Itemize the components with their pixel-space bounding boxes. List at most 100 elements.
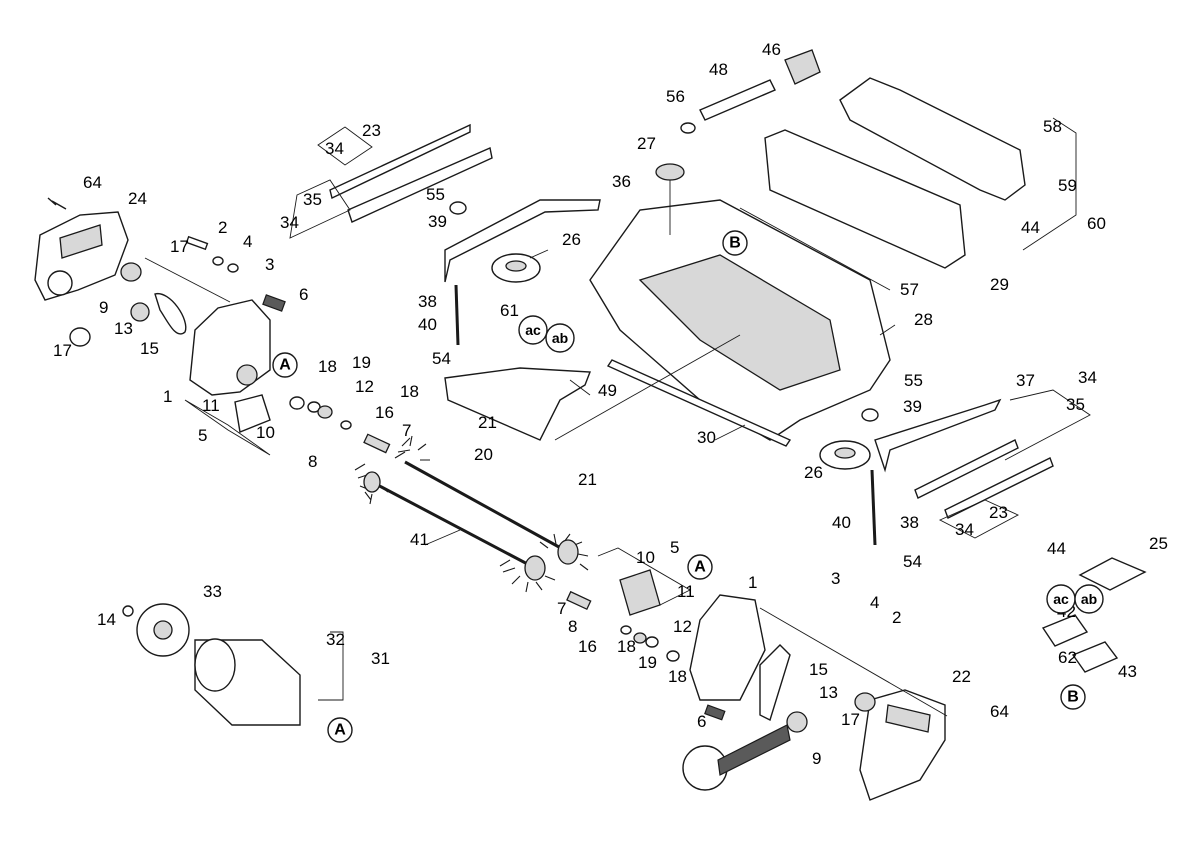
leader-49 <box>569 379 591 396</box>
leader-group-right-bearing <box>597 547 691 606</box>
badge-circle <box>518 315 548 345</box>
leader-30 <box>714 424 746 441</box>
leader-57 <box>739 207 891 291</box>
callout-10: 10 <box>636 548 655 567</box>
badge-ac: ac <box>1046 584 1076 614</box>
axle-38-right <box>870 469 877 546</box>
callout-43: 43 <box>1118 662 1137 681</box>
leader-group-frame-left <box>317 126 373 166</box>
housing-hub-left <box>236 364 258 386</box>
brush-roll <box>354 435 589 593</box>
callout-30: 30 <box>697 428 716 447</box>
callout-3: 3 <box>265 255 274 274</box>
callout-2: 2 <box>218 218 227 237</box>
callout-57: 57 <box>900 280 919 299</box>
callout-21: 21 <box>578 470 597 489</box>
leader-26 <box>529 249 549 259</box>
belt-15-left <box>154 293 187 335</box>
belt-15-right <box>759 644 791 721</box>
callout-59: 59 <box>1058 176 1077 195</box>
badge-label: A <box>334 722 346 739</box>
badge-circle <box>1074 584 1104 614</box>
washer-16b <box>620 625 632 635</box>
badge-A: A <box>272 352 298 378</box>
callout-12: 12 <box>673 617 692 636</box>
knob-39a <box>449 201 467 215</box>
callout-62: 62 <box>1058 648 1077 667</box>
callout-7: 7 <box>557 599 566 618</box>
callout-48: 48 <box>709 60 728 79</box>
brush-end-right-b <box>557 539 579 565</box>
washer-18d <box>666 650 680 662</box>
callout-8: 8 <box>568 617 577 636</box>
callout-13: 13 <box>819 683 838 702</box>
callout-34: 34 <box>325 139 344 158</box>
badge-circle <box>722 230 748 256</box>
callout-34: 34 <box>280 213 299 232</box>
shaft-7-left <box>363 433 391 454</box>
brush-roll-core-b <box>404 460 569 554</box>
ring-56 <box>680 122 696 134</box>
switch-43 <box>1071 641 1119 673</box>
callout-34: 34 <box>1078 368 1097 387</box>
brush-roll-core-a <box>371 480 536 570</box>
callout-21: 21 <box>478 413 497 432</box>
callout-24: 24 <box>128 189 147 208</box>
callout-64: 64 <box>83 173 102 192</box>
handle-grip-46 <box>784 49 821 85</box>
callout-46: 46 <box>762 40 781 59</box>
pulley-17a <box>120 262 142 282</box>
callout-32: 32 <box>326 630 345 649</box>
callout-39: 39 <box>903 397 922 416</box>
frame-bar-34c <box>914 439 1019 499</box>
callout-44: 44 <box>1021 218 1040 237</box>
wheel-26-right-hub <box>834 447 856 459</box>
callout-25: 25 <box>1149 534 1168 553</box>
callout-34: 34 <box>955 520 974 539</box>
leader-lines <box>144 117 1091 717</box>
callout-5: 5 <box>198 426 207 445</box>
badge-label: ab <box>1081 591 1097 607</box>
badge-label: ab <box>552 330 568 346</box>
callout-9: 9 <box>812 749 821 768</box>
callout-26: 26 <box>562 230 581 249</box>
gear-13-right <box>786 711 808 733</box>
motor-31-face <box>194 638 236 692</box>
callout-6: 6 <box>697 712 706 731</box>
callout-3: 3 <box>831 569 840 588</box>
callout-44: 44 <box>1047 539 1066 558</box>
tube-48 <box>699 79 776 121</box>
callout-33: 33 <box>203 582 222 601</box>
pulley-17b <box>69 327 91 347</box>
callout-17: 17 <box>170 237 189 256</box>
callout-14: 14 <box>97 610 116 629</box>
callout-28: 28 <box>914 310 933 329</box>
callout-41: 41 <box>410 530 429 549</box>
badge-label: B <box>1067 689 1079 706</box>
shaft-7-right <box>566 590 592 611</box>
knob-39b <box>861 408 879 422</box>
washer-18a <box>289 396 305 410</box>
callout-26: 26 <box>804 463 823 482</box>
callout-11: 11 <box>202 396 220 415</box>
switch-42 <box>1041 614 1089 647</box>
callout-64: 64 <box>990 702 1009 721</box>
callout-19: 19 <box>638 653 657 672</box>
callout-16: 16 <box>578 637 597 656</box>
callout-18: 18 <box>617 637 636 656</box>
screw-64-left <box>47 197 67 210</box>
callout-55: 55 <box>426 185 445 204</box>
washer-16a <box>340 420 352 430</box>
callout-7: 7 <box>402 421 411 440</box>
bearing-cap-5-left <box>234 394 271 433</box>
washer-19b <box>645 636 659 648</box>
axle-38-left <box>454 284 460 346</box>
callout-6: 6 <box>299 285 308 304</box>
leader-group-right-frame <box>1004 389 1091 461</box>
badge-ab: ab <box>1074 584 1104 614</box>
callout-40: 40 <box>832 513 851 532</box>
callout-20: 20 <box>474 445 493 464</box>
badge-B: B <box>1060 684 1086 710</box>
